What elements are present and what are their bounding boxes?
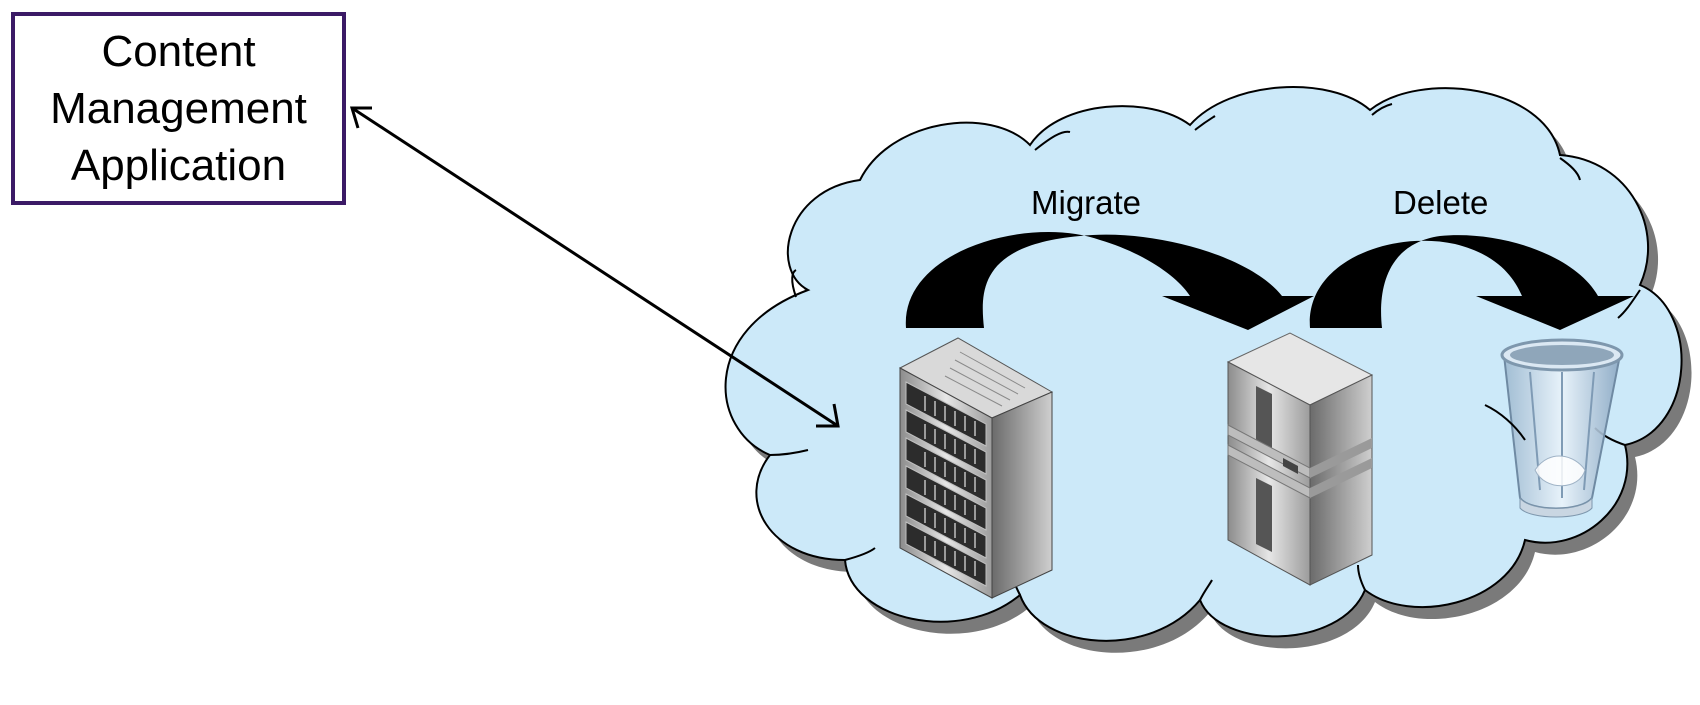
- migrate-arrow-icon: [905, 232, 1314, 330]
- storage-server-icon: [1226, 332, 1374, 586]
- arrowhead-app-icon: [349, 106, 372, 129]
- delete-arrow-icon: [1309, 235, 1634, 330]
- app-box-line-2: Management: [50, 84, 307, 133]
- app-box-line-1: Content: [101, 27, 256, 76]
- content-management-application-box: Content Management Application: [11, 12, 346, 205]
- app-box-line-3: Application: [70, 141, 287, 190]
- connector-arrow: [349, 106, 840, 428]
- delete-label: Delete: [1393, 184, 1489, 221]
- arrowhead-server-icon: [816, 403, 840, 428]
- migrate-label: Migrate: [1031, 184, 1142, 221]
- server-rack-icon: [898, 337, 1054, 599]
- recycle-bin-icon: [1484, 338, 1624, 518]
